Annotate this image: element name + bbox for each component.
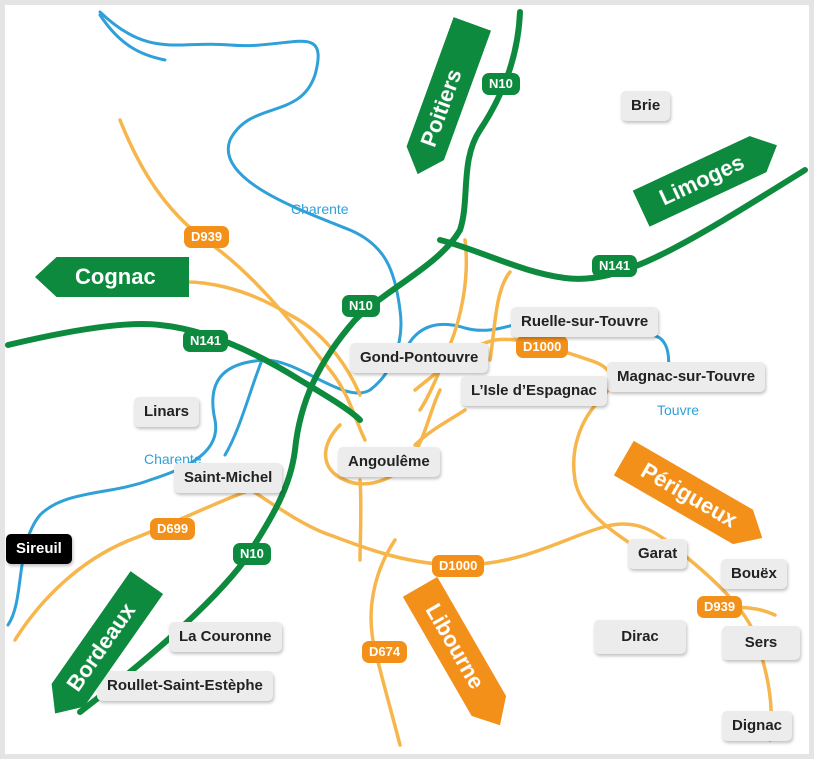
- road-badge-n141-east: N141: [592, 255, 638, 277]
- road-d699: [13, 488, 252, 642]
- road-n10: [77, 9, 523, 715]
- road-badge-d1000-south: D1000: [432, 555, 485, 577]
- river-label-touvre: Touvre: [657, 402, 700, 418]
- road-badge-n141-west: N141: [183, 330, 229, 352]
- town-label-gond-pontouvre: Gond-Pontouvre: [350, 343, 489, 373]
- town-label-garat: Garat: [628, 539, 688, 569]
- river-charente: [6, 10, 403, 627]
- town-label-magnac: Magnac-sur-Touvre: [607, 362, 766, 392]
- road-isle-link: [413, 408, 467, 447]
- town-label-dignac: Dignac: [722, 711, 793, 741]
- town-label-ruelle: Ruelle-sur-Touvre: [511, 307, 659, 337]
- road-badge-d939-south: D939: [697, 596, 743, 618]
- road-badge-d1000-east: D1000: [516, 336, 569, 358]
- road-badge-d699: D699: [150, 518, 196, 540]
- road-south-mid: [358, 478, 363, 562]
- town-label-angouleme: Angoulême: [338, 447, 440, 477]
- town-label-isle-espagnac: L’Isle d’Espagnac: [461, 376, 607, 406]
- river-label-charente-north: Charente: [291, 201, 349, 217]
- road-badge-d674: D674: [362, 641, 408, 663]
- road-d939-branch: [153, 280, 362, 397]
- road-n141-east: [437, 167, 808, 282]
- town-label-bouex: Bouëx: [721, 559, 787, 589]
- road-ruelle: [488, 270, 512, 362]
- river-charente-loop: [223, 358, 264, 457]
- river-charente-branch: [98, 13, 167, 62]
- town-label-sireuil: Sireuil: [6, 534, 72, 564]
- town-label-la-couronne: La Couronne: [169, 622, 282, 652]
- destination-sign-cognac: Cognac: [35, 257, 189, 297]
- road-badge-n10-south: N10: [233, 543, 271, 565]
- destination-label-cognac: Cognac: [75, 264, 156, 289]
- road-badge-d939-north: D939: [184, 226, 230, 248]
- town-label-roullet: Roullet-Saint-Estèphe: [97, 671, 273, 701]
- town-label-linars: Linars: [134, 397, 200, 427]
- road-badge-n10-top: N10: [482, 73, 520, 95]
- town-label-sers: Sers: [722, 626, 800, 660]
- road-badge-n10-mid: N10: [342, 295, 380, 317]
- town-label-brie: Brie: [621, 91, 671, 121]
- town-label-dirac: Dirac: [594, 620, 686, 654]
- town-label-saint-michel: Saint-Michel: [174, 463, 283, 493]
- road-angouleme-ring: [323, 388, 442, 486]
- road-d939-north: [118, 118, 367, 442]
